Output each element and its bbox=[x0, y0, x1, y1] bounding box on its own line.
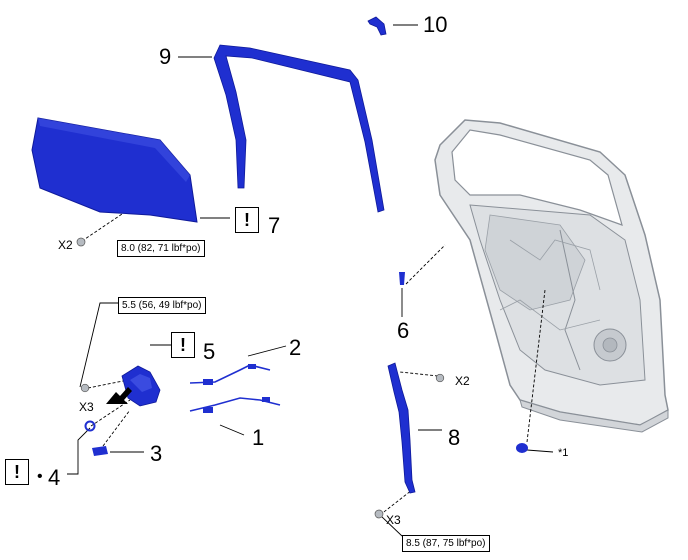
o-ring bbox=[84, 420, 96, 432]
direction-arrow-icon bbox=[106, 387, 132, 404]
channel-bolt-icon bbox=[374, 509, 384, 519]
qty-channel-bolt: X3 bbox=[386, 513, 401, 527]
qty-glass-bolt: X2 bbox=[58, 238, 73, 252]
callout-5: 5 bbox=[203, 339, 216, 364]
notice-icon: ! bbox=[5, 459, 29, 485]
hole-plug bbox=[516, 443, 528, 453]
notice-icon: ! bbox=[235, 207, 259, 233]
callout-1: 1 bbox=[252, 425, 265, 450]
qty-lock-screw: X3 bbox=[79, 400, 94, 414]
torque-glass-bolt: 8.0 (82, 71 lbf*po) bbox=[117, 240, 205, 257]
cable-2 bbox=[189, 364, 271, 384]
callout-9: 9 bbox=[159, 44, 172, 69]
glass-bolt-icon bbox=[76, 237, 86, 247]
callout-3: 3 bbox=[150, 441, 163, 466]
rear-door-panel bbox=[434, 119, 669, 433]
bullet-mark: • bbox=[37, 468, 43, 485]
qty-door-bolt: X2 bbox=[455, 374, 470, 388]
callout-6: 6 bbox=[397, 318, 410, 343]
leader-lines bbox=[67, 24, 554, 537]
torque-channel-bolt: 8.5 (87, 75 lbf*po) bbox=[402, 535, 490, 552]
door-seal bbox=[367, 16, 387, 36]
callout-2: 2 bbox=[289, 335, 302, 360]
door-bolt-icon bbox=[435, 373, 445, 383]
lock-connector bbox=[92, 446, 108, 456]
callout-10: 10 bbox=[423, 12, 448, 37]
door-clip bbox=[399, 272, 405, 285]
torque-lock-screw: 5.5 (56, 49 lbf*po) bbox=[118, 297, 206, 314]
door-lock-assembly bbox=[121, 365, 161, 407]
callout-7: 7 bbox=[268, 213, 281, 238]
callout-4: 4 bbox=[48, 465, 61, 490]
lock-screw-icon bbox=[80, 383, 90, 393]
notice-icon: ! bbox=[171, 332, 195, 358]
callout-8: 8 bbox=[448, 425, 461, 450]
rear-lower-sash-channel bbox=[387, 362, 416, 494]
note-ref: *1 bbox=[558, 447, 569, 459]
glass-run bbox=[213, 44, 385, 213]
